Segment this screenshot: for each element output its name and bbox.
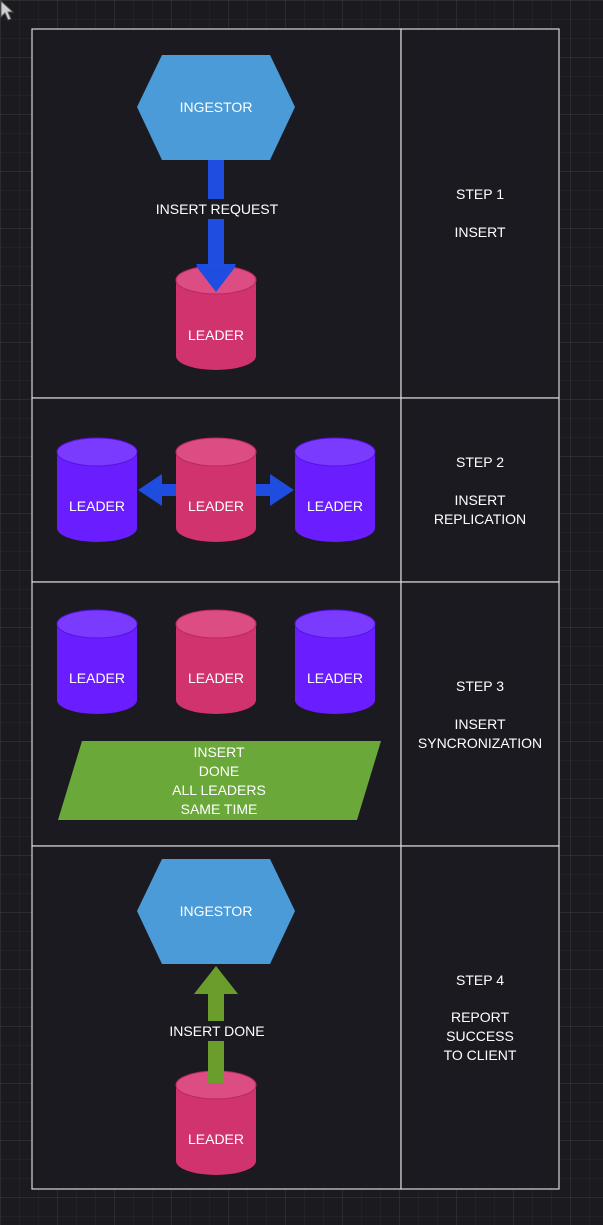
step-2-title-line-1: INSERT bbox=[454, 492, 506, 508]
ingestor-hexagon[interactable]: INGESTOR bbox=[137, 859, 295, 964]
step-4-number: STEP 4 bbox=[456, 972, 504, 988]
ingestor-label: INGESTOR bbox=[180, 99, 253, 115]
leader-label: LEADER bbox=[69, 498, 125, 514]
replica-leader-left[interactable]: LEADER bbox=[56, 609, 138, 714]
ingestor-label: INGESTOR bbox=[180, 903, 253, 919]
mouse-cursor-icon bbox=[0, 0, 14, 21]
step-4-diagram[interactable]: LEADER INGESTOR INSERT DONE bbox=[137, 859, 295, 1175]
leader-label: LEADER bbox=[307, 670, 363, 686]
row-step-4-right bbox=[400, 845, 560, 1190]
banner-line-1: INSERT bbox=[193, 744, 245, 760]
row-step-3-right bbox=[400, 581, 560, 847]
step-3-diagram[interactable]: LEADER LEADER LEADER INSERT DONE ALL LEA… bbox=[56, 609, 381, 820]
step-4-title-line-2: SUCCESS bbox=[446, 1028, 514, 1044]
step-1-caption: STEP 1 INSERT bbox=[454, 186, 506, 240]
step-3-title-line-1: INSERT bbox=[454, 716, 506, 732]
leader-label: LEADER bbox=[188, 1131, 244, 1147]
leader-cylinder[interactable]: LEADER bbox=[175, 1070, 257, 1175]
step-4-caption: STEP 4 REPORT SUCCESS TO CLIENT bbox=[444, 972, 517, 1063]
step-1-diagram[interactable]: LEADER INGESTOR INSERT REQUEST bbox=[137, 55, 295, 370]
step-3-number: STEP 3 bbox=[456, 678, 504, 694]
leader-label: LEADER bbox=[307, 498, 363, 514]
step-2-title-line-2: REPLICATION bbox=[434, 511, 526, 527]
replication-arrow-right bbox=[254, 474, 294, 506]
banner-line-2: DONE bbox=[199, 763, 239, 779]
banner-line-4: SAME TIME bbox=[181, 801, 258, 817]
leader-label: LEADER bbox=[188, 327, 244, 343]
sync-done-banner[interactable]: INSERT DONE ALL LEADERS SAME TIME bbox=[58, 741, 381, 820]
primary-leader[interactable]: LEADER bbox=[175, 609, 257, 714]
step-1-title-line-1: INSERT bbox=[454, 224, 506, 240]
step-4-title-line-1: REPORT bbox=[451, 1009, 510, 1025]
row-step-2-right bbox=[400, 397, 560, 583]
leader-label: LEADER bbox=[188, 498, 244, 514]
insert-done-label: INSERT DONE bbox=[169, 1023, 264, 1039]
step-2-caption: STEP 2 INSERT REPLICATION bbox=[434, 454, 526, 527]
step-4-title-line-3: TO CLIENT bbox=[444, 1047, 517, 1063]
leader-label: LEADER bbox=[69, 670, 125, 686]
primary-leader[interactable]: LEADER bbox=[175, 437, 257, 542]
replica-leader-right[interactable]: LEADER bbox=[294, 437, 376, 542]
step-2-diagram[interactable]: LEADER LEADER LEADER bbox=[56, 437, 376, 542]
step-3-title-line-2: SYNCRONIZATION bbox=[418, 735, 542, 751]
replica-leader-right[interactable]: LEADER bbox=[294, 609, 376, 714]
banner-line-3: ALL LEADERS bbox=[172, 782, 266, 798]
step-3-caption: STEP 3 INSERT SYNCRONIZATION bbox=[418, 678, 542, 751]
row-step-1-right bbox=[400, 28, 560, 399]
leader-cylinder[interactable]: LEADER bbox=[175, 265, 257, 370]
replica-leader-left[interactable]: LEADER bbox=[56, 437, 138, 542]
insert-request-label: INSERT REQUEST bbox=[156, 201, 279, 217]
leader-label: LEADER bbox=[188, 670, 244, 686]
replication-arrow-left bbox=[138, 474, 180, 506]
step-2-number: STEP 2 bbox=[456, 454, 504, 470]
step-1-number: STEP 1 bbox=[456, 186, 504, 202]
ingestor-hexagon[interactable]: INGESTOR bbox=[137, 55, 295, 160]
